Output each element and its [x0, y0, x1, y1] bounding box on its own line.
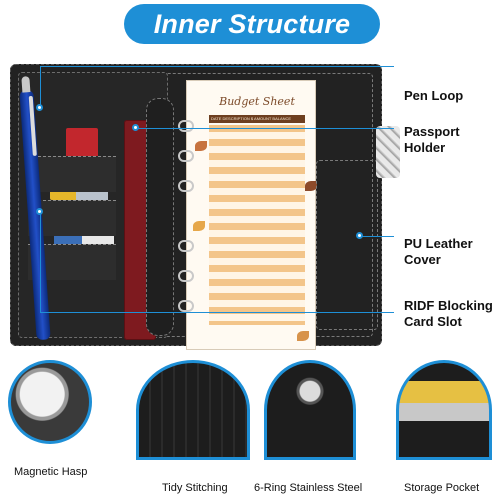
label-ridf-card-slot: RIDF Blocking Card Slot: [404, 298, 493, 330]
connector-dot: [132, 124, 139, 131]
title-banner: Inner Structure: [124, 4, 380, 44]
detail-thumbnails: Magnetic Hasp Tidy Stitching 6-Ring Stai…: [0, 360, 500, 500]
ring-binder-icon: [178, 300, 194, 312]
ring-binder-icon: [178, 270, 194, 282]
budget-sheet-title: Budget Sheet: [219, 95, 295, 108]
label-pen-loop: Pen Loop: [404, 88, 464, 103]
label-pu-leather-cover-text: PU Leather Cover: [404, 236, 473, 267]
ring-binder-icon: [178, 150, 194, 162]
thumb-tidy-stitching: [136, 360, 250, 460]
connector-dot: [36, 208, 43, 215]
pen-tip: [21, 76, 31, 93]
thumb-six-ring: [264, 360, 356, 460]
leaf-decoration: [193, 221, 205, 231]
connector-pen-loop-v: [40, 66, 41, 106]
connector-pen-loop: [40, 66, 394, 67]
ring-binder-icon: [178, 240, 194, 252]
connector-card-slot-v: [40, 212, 41, 312]
label-ridf-card-slot-text: RIDF Blocking Card Slot: [404, 298, 493, 329]
label-six-ring: 6-Ring Stainless Steel: [254, 482, 363, 494]
connector-dot: [356, 232, 363, 239]
label-passport-holder: Passport Holder: [404, 124, 460, 156]
label-pu-leather-cover: PU Leather Cover: [404, 236, 473, 268]
connector-pu-cover: [360, 236, 394, 237]
ring-binder-icon: [178, 180, 194, 192]
connector-passport: [136, 128, 394, 129]
card-slot-1: [28, 156, 116, 192]
storage-pocket: [316, 160, 378, 330]
label-tidy-stitching: Tidy Stitching: [162, 482, 228, 494]
page-title: Inner Structure: [153, 8, 351, 39]
budget-sheet-header: DATE DESCRIPTION $ AMOUNT BALANCE: [209, 115, 305, 123]
connector-card-slot: [40, 312, 394, 313]
pen-loop: [146, 98, 174, 336]
leaf-decoration: [305, 181, 317, 191]
leaf-decoration: [195, 141, 207, 151]
ring-binder-icon: [178, 120, 194, 132]
thumb-magnetic-hasp: [8, 360, 92, 444]
budget-sheet: Budget Sheet DATE DESCRIPTION $ AMOUNT B…: [186, 80, 317, 350]
leaf-decoration: [297, 331, 309, 341]
label-magnetic-hasp: Magnetic Hasp: [14, 466, 88, 478]
connector-dot: [36, 104, 43, 111]
label-storage-pocket: Storage Pocket: [404, 482, 480, 494]
thumb-storage-pocket: [396, 360, 492, 460]
binder-image: Budget Sheet DATE DESCRIPTION $ AMOUNT B…: [6, 60, 400, 350]
budget-sheet-rows: [209, 125, 305, 325]
label-passport-holder-text: Passport Holder: [404, 124, 460, 155]
magnet-hasp-icon: [376, 126, 400, 178]
